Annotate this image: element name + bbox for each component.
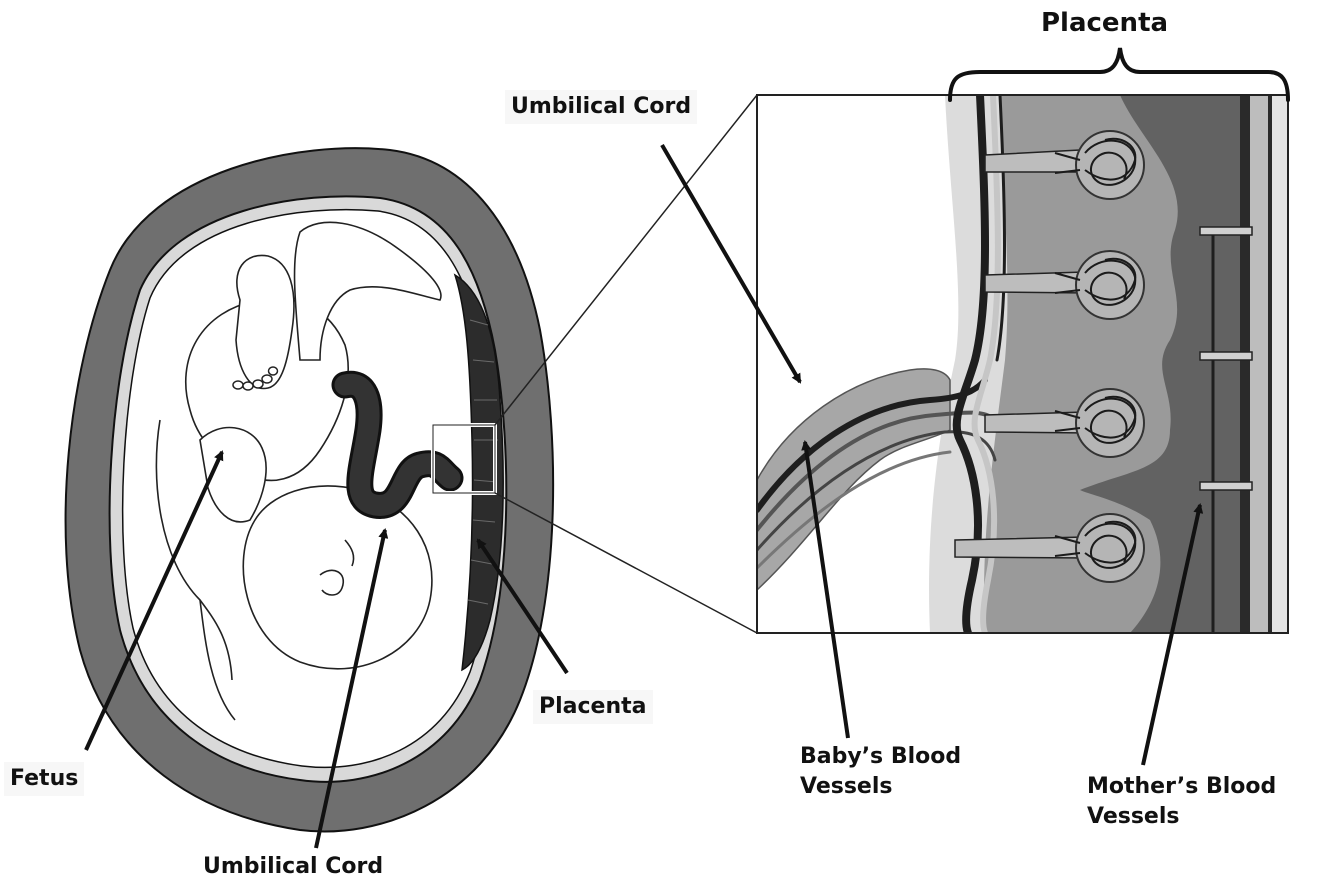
label-umbilical-cord-top: Umbilical Cord <box>505 90 697 124</box>
label-baby-line2: Vessels <box>800 772 961 802</box>
placenta-cross-section <box>757 95 1290 633</box>
label-baby-line1: Baby’s Blood <box>800 742 961 772</box>
placenta-brace <box>950 48 1288 100</box>
label-umbilical-cord-bottom: Umbilical Cord <box>203 852 383 882</box>
label-fetus: Fetus <box>4 762 84 796</box>
label-placenta-top: Placenta <box>1041 8 1168 38</box>
label-mother-line1: Mother’s Blood <box>1087 772 1276 802</box>
label-mother-blood-vessels: Mother’s Blood Vessels <box>1087 772 1276 832</box>
uterus-illustration <box>66 148 554 831</box>
label-placenta-side: Placenta <box>533 690 653 724</box>
label-baby-blood-vessels: Baby’s Blood Vessels <box>800 742 961 802</box>
label-mother-line2: Vessels <box>1087 802 1276 832</box>
